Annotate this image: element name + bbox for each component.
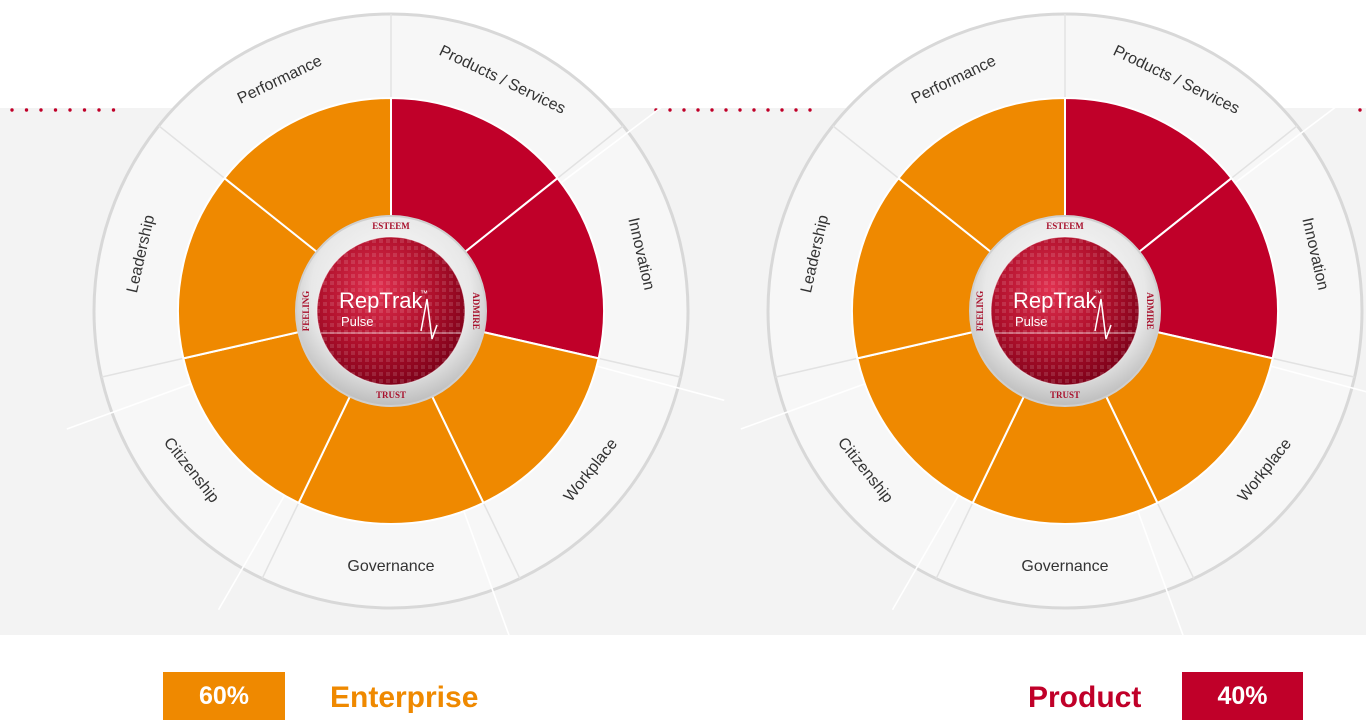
- dot: [682, 108, 686, 112]
- logo-trademark: ™: [1094, 289, 1102, 298]
- guide-line: [1234, 102, 1342, 184]
- dot: [39, 108, 43, 112]
- dot: [97, 108, 101, 112]
- guide-line: [217, 495, 286, 611]
- logo-word-admire: ADMIRE: [471, 292, 481, 330]
- guide-line: [560, 102, 668, 184]
- logo-subtitle: Pulse: [1015, 314, 1048, 329]
- dot: [668, 108, 672, 112]
- dotted-line-right: [1358, 108, 1362, 112]
- ring-divider: [101, 357, 184, 378]
- dot: [1358, 108, 1362, 112]
- wheel-product: Products / ServicesInnovationWorkplaceGo…: [740, 12, 1366, 636]
- logo-trademark: ™: [420, 289, 428, 298]
- dot: [68, 108, 72, 112]
- dotted-line-middle: [654, 108, 812, 112]
- ring-divider: [482, 502, 521, 579]
- logo-brand: RepTrak: [339, 288, 424, 313]
- label-governance: Governance: [1021, 558, 1108, 575]
- pulse-icon: [420, 298, 438, 340]
- logo-word-feeling: FEELING: [975, 291, 985, 332]
- product-percent-badge: 40%: [1182, 672, 1303, 720]
- guide-line: [1270, 365, 1366, 393]
- dot: [24, 108, 29, 112]
- guide-line: [1137, 510, 1184, 636]
- wheel-enterprise: Products / ServicesInnovationWorkplaceGo…: [66, 12, 725, 636]
- dot: [10, 108, 14, 112]
- guide-line: [596, 365, 725, 402]
- dot: [696, 108, 700, 112]
- dot: [710, 108, 714, 112]
- pulse-icon: [1094, 298, 1112, 340]
- logo-subtitle: Pulse: [341, 314, 374, 329]
- ring-divider: [832, 125, 899, 179]
- dot: [53, 108, 58, 112]
- enterprise-label: Enterprise: [330, 681, 479, 714]
- guide-line: [66, 383, 192, 430]
- label-governance: Governance: [347, 558, 434, 575]
- dot: [111, 108, 116, 112]
- enterprise-percent-badge: 60%: [163, 672, 285, 720]
- ring-divider: [1231, 125, 1298, 179]
- logo-word-trust: TRUST: [376, 390, 406, 400]
- dot: [780, 108, 784, 112]
- dot: [738, 108, 742, 112]
- logo-word-trust: TRUST: [1050, 390, 1080, 400]
- dot: [794, 108, 798, 112]
- logo-word-admire: ADMIRE: [1145, 292, 1155, 330]
- dot: [752, 108, 756, 112]
- ring-divider: [775, 357, 858, 378]
- guide-line: [740, 383, 866, 430]
- guide-line: [891, 495, 960, 611]
- dot: [766, 108, 770, 112]
- ring-divider: [935, 502, 974, 579]
- logo-word-esteem: ESTEEM: [372, 221, 410, 231]
- product-label: Product: [1028, 681, 1142, 714]
- ring-divider: [557, 125, 624, 179]
- guide-line: [463, 510, 510, 636]
- logo-word-esteem: ESTEEM: [1046, 221, 1084, 231]
- dot: [724, 108, 728, 112]
- ring-divider: [1272, 357, 1355, 378]
- logo-brand: RepTrak: [1013, 288, 1098, 313]
- dot: [808, 108, 812, 112]
- ring-divider: [261, 502, 300, 579]
- ring-divider: [158, 125, 225, 179]
- ring-divider: [1156, 502, 1195, 579]
- ring-divider: [598, 357, 681, 378]
- dotted-line-left: [10, 108, 116, 112]
- logo-word-feeling: FEELING: [301, 291, 311, 332]
- dot: [82, 108, 87, 112]
